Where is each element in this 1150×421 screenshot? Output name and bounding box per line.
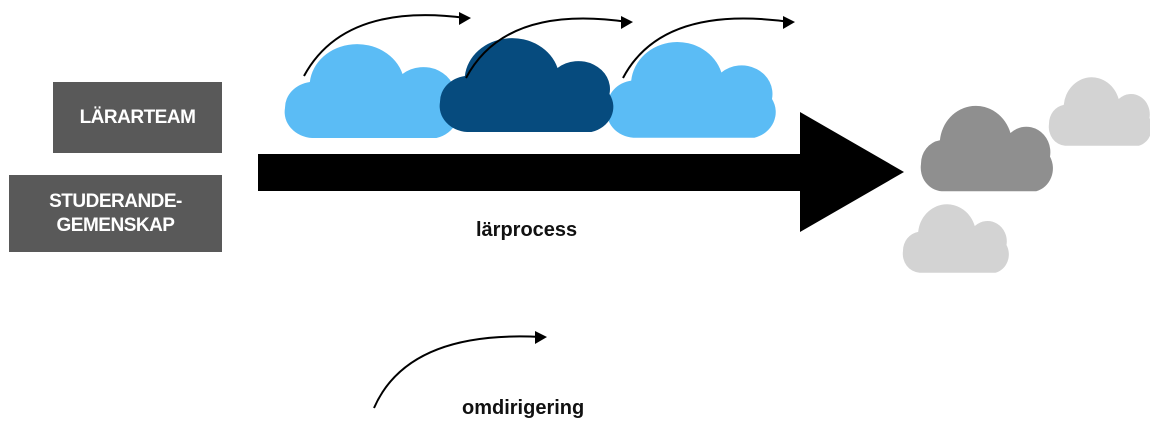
cloud-icon: [1048, 77, 1150, 146]
cloud-icon: [606, 41, 776, 138]
curved-arrow-icon: [373, 331, 547, 409]
cloud-icon: [920, 105, 1053, 192]
teacher-team-box: LÄRARTEAM: [53, 82, 222, 153]
student-community-label-line2: GEMENSKAP: [56, 214, 175, 236]
student-community-box: STUDERANDE- GEMENSKAP: [9, 175, 222, 252]
cloud-icon: [902, 204, 1009, 273]
student-community-label-line1: STUDERANDE-: [49, 190, 182, 212]
redirection-label: omdirigering: [462, 397, 585, 419]
curved-arrow-icon: [622, 16, 795, 79]
cloud-icon: [284, 44, 459, 139]
teacher-team-label: LÄRARTEAM: [79, 106, 196, 128]
learning-process-label: lärprocess: [476, 219, 578, 241]
curved-arrow-icon: [303, 12, 471, 77]
curved-arrow-icon: [465, 16, 633, 79]
process-arrow: [258, 112, 904, 232]
cloud-icon: [439, 38, 614, 133]
